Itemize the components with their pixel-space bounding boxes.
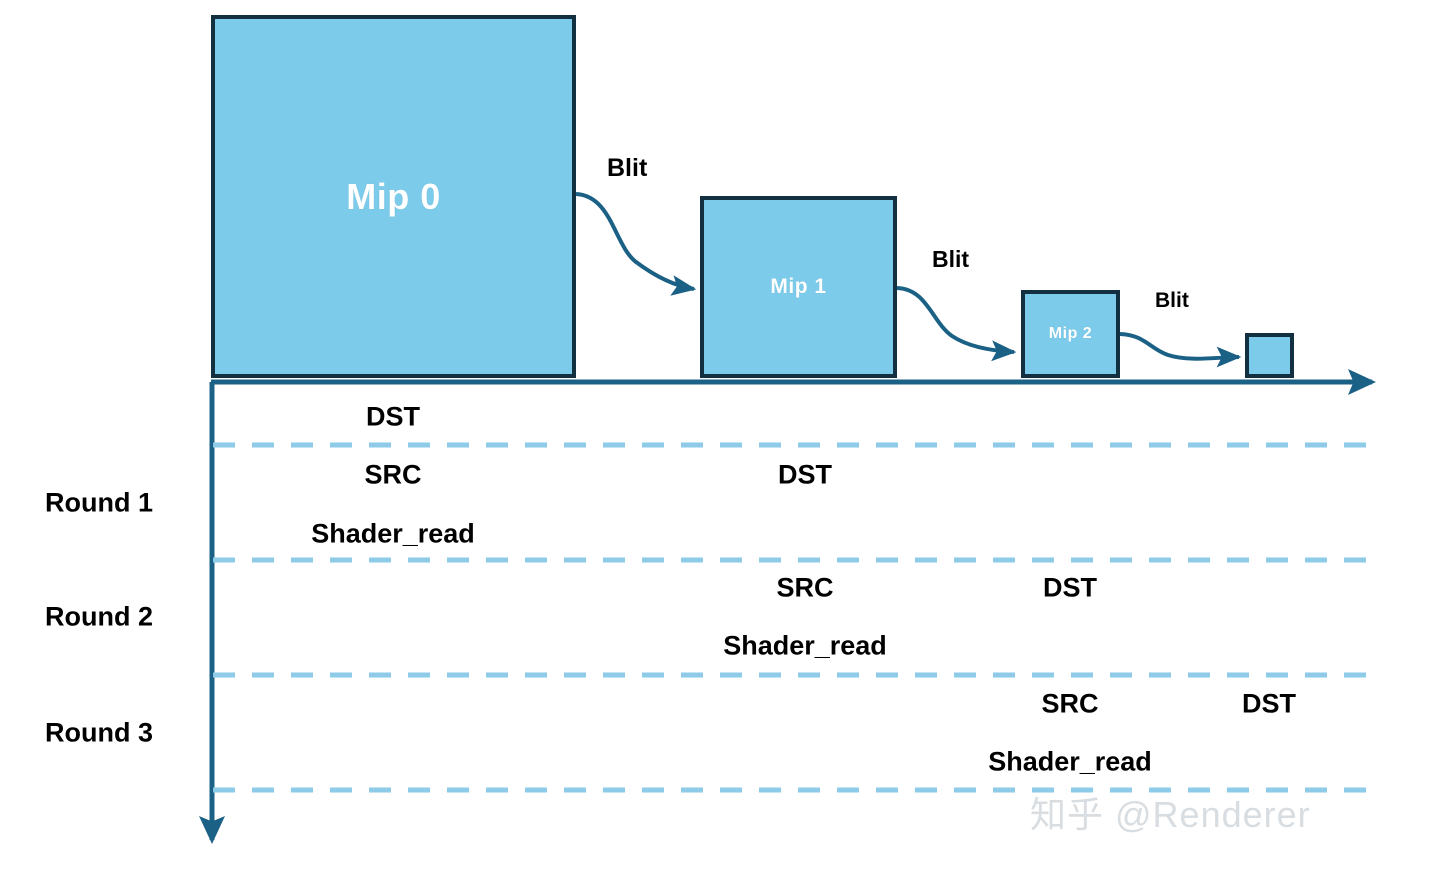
state-round2-shaderread-mip1: Shader_read xyxy=(723,630,887,661)
round-label-3: Round 3 xyxy=(45,717,153,748)
state-round3-shaderread-mip2: Shader_read xyxy=(988,746,1152,777)
round-label-2: Round 2 xyxy=(45,601,153,632)
mip-1-box: Mip 1 xyxy=(700,196,897,378)
state-round1-dst-mip1: DST xyxy=(778,459,832,490)
blit-arrow-1 xyxy=(896,286,1017,362)
state-round3-dst-mip3: DST xyxy=(1242,688,1296,719)
mip-0-label: Mip 0 xyxy=(346,175,441,217)
blit-arrow-0 xyxy=(575,192,697,296)
state-round1-src-mip0: SRC xyxy=(364,459,422,490)
mip-2-label: Mip 2 xyxy=(1048,325,1093,342)
mip-3-box xyxy=(1245,333,1294,378)
blit-label-0: Blit xyxy=(607,154,648,182)
mip-0-box: Mip 0 xyxy=(211,15,576,378)
state-initial-dst-mip0: DST xyxy=(366,401,420,432)
state-round1-shaderread-mip0: Shader_read xyxy=(311,518,475,549)
blit-label-1: Blit xyxy=(932,246,970,272)
blit-label-2: Blit xyxy=(1155,289,1189,312)
state-round3-src-mip2: SRC xyxy=(1041,688,1099,719)
round-label-1: Round 1 xyxy=(45,487,153,518)
watermark-text: 知乎 @Renderer xyxy=(1030,794,1311,835)
state-round2-dst-mip2: DST xyxy=(1043,572,1097,603)
mip-2-box: Mip 2 xyxy=(1021,290,1120,378)
state-round2-src-mip1: SRC xyxy=(776,572,834,603)
blit-arrow-2 xyxy=(1119,332,1242,368)
mip-1-label: Mip 1 xyxy=(770,275,827,298)
